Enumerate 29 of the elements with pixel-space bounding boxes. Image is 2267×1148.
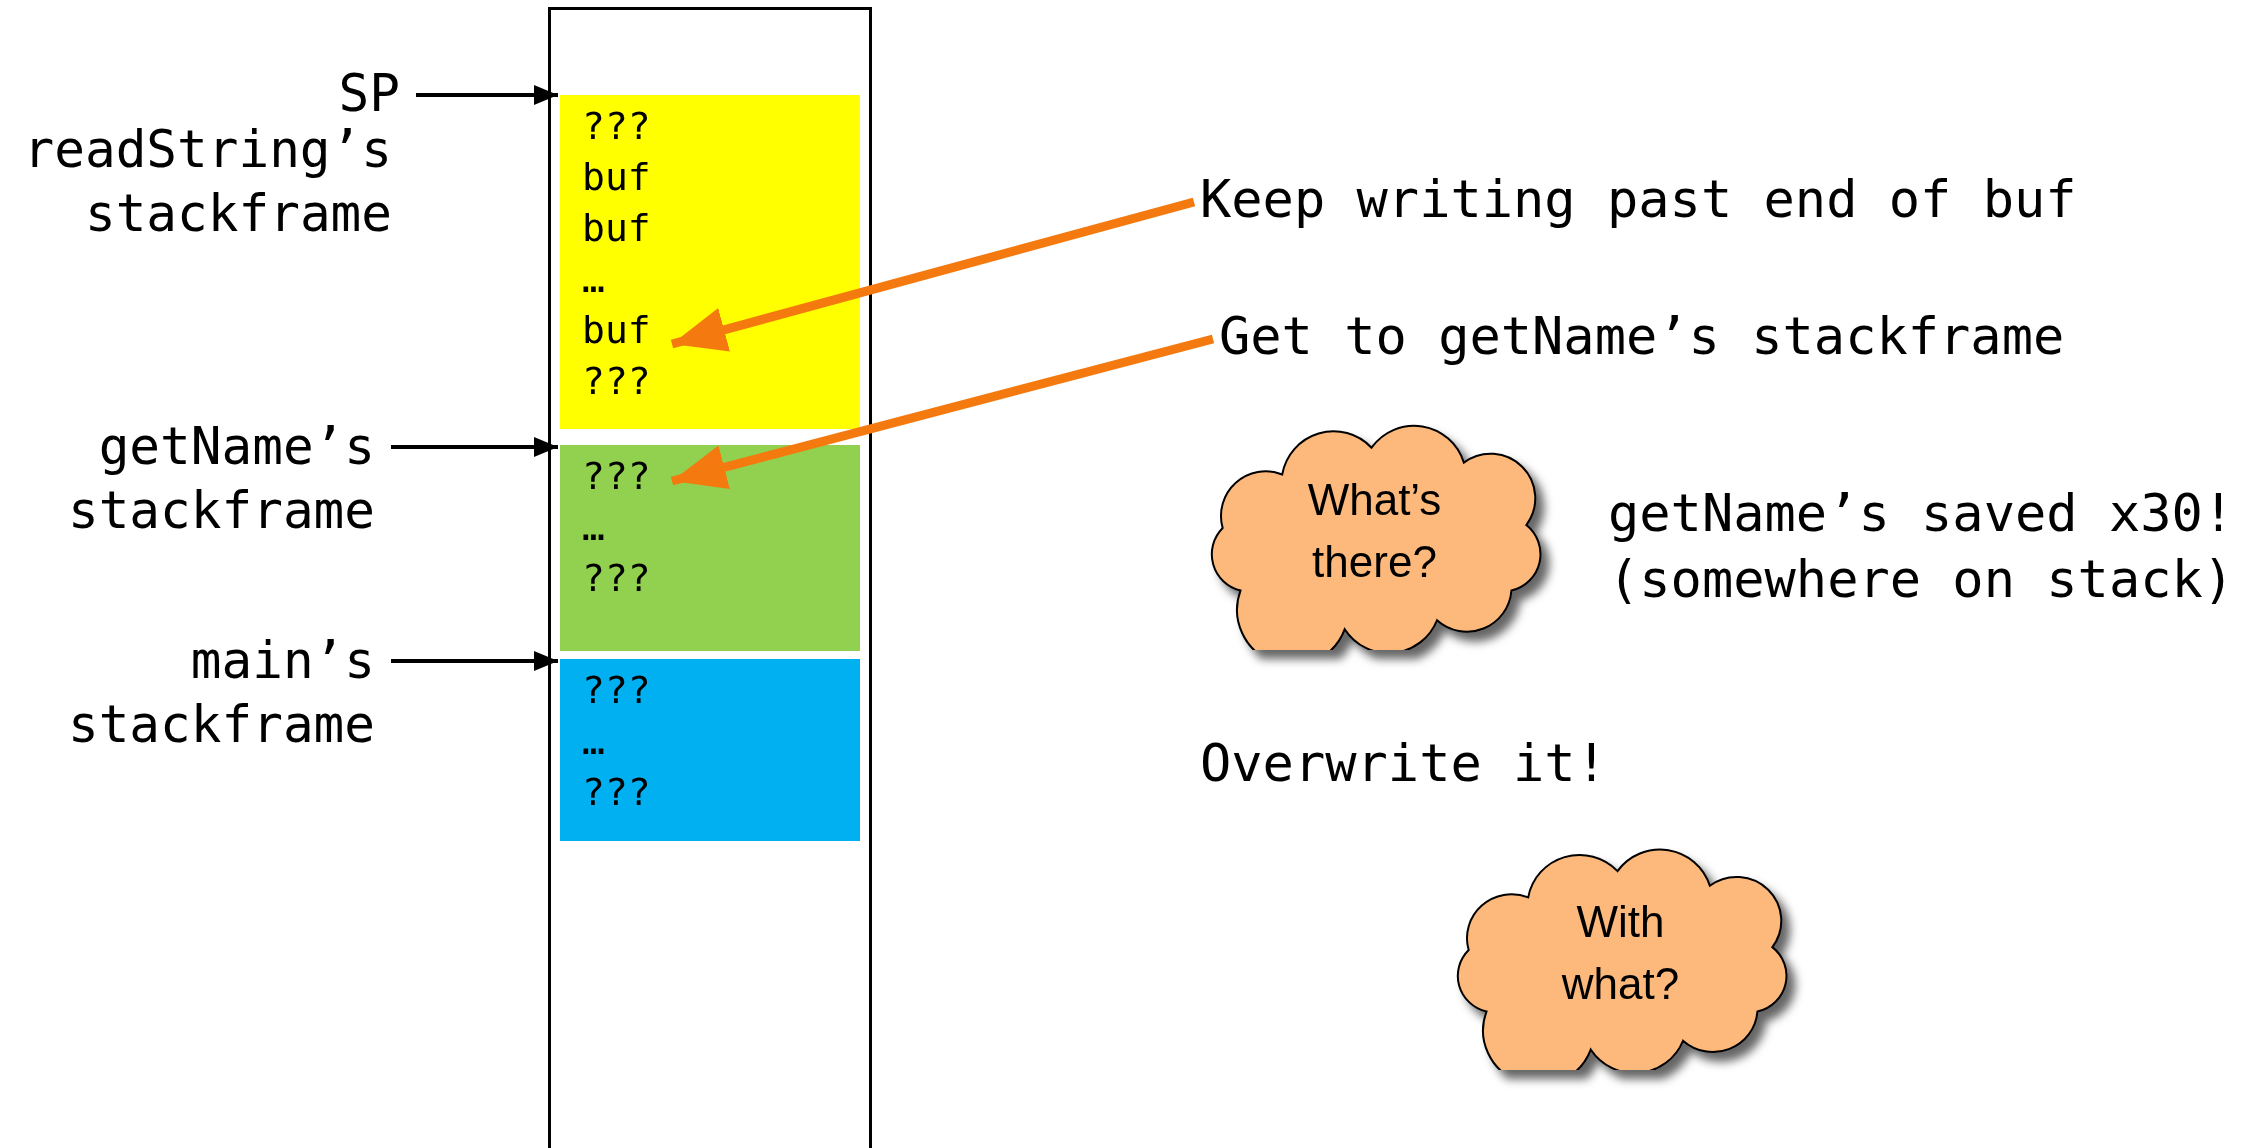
- arrow: [416, 85, 558, 105]
- frame-text: ???: [582, 667, 652, 714]
- frame-text: ???: [582, 555, 652, 602]
- stack-frame: [560, 95, 860, 429]
- frame-text: ???: [582, 769, 652, 816]
- frame-text: ???: [582, 453, 652, 500]
- frame-text: buf: [582, 307, 652, 354]
- frame-text: …: [582, 504, 606, 551]
- arrow: [670, 334, 1215, 490]
- stack-frame: [560, 445, 860, 651]
- frame-pointer-label: getName’s stackframe: [20, 415, 375, 543]
- note-text: getName’s saved x30! (somewhere on stack): [1608, 482, 2236, 611]
- frame-text: buf: [582, 154, 652, 201]
- note-text: Overwrite it!: [1200, 732, 1608, 795]
- frame-text: ???: [582, 358, 652, 405]
- callout-text: Get to getName’s stackframe: [1219, 303, 2179, 369]
- cloud-text: With what?: [1560, 896, 1681, 1010]
- arrow: [391, 437, 558, 457]
- frame-text: …: [582, 256, 606, 303]
- frame-pointer-label: main’s stackframe: [20, 629, 375, 757]
- frame-text: buf: [582, 205, 652, 252]
- callout-text: Keep writing past end of buf: [1200, 166, 2160, 232]
- stack-frame: [560, 659, 860, 841]
- cloud-text: What’s there?: [1306, 474, 1443, 588]
- frame-text: ???: [582, 103, 652, 150]
- frame-text: …: [582, 718, 606, 765]
- stack-column: [548, 7, 872, 1148]
- arrow: [670, 197, 1196, 352]
- arrow: [391, 651, 558, 671]
